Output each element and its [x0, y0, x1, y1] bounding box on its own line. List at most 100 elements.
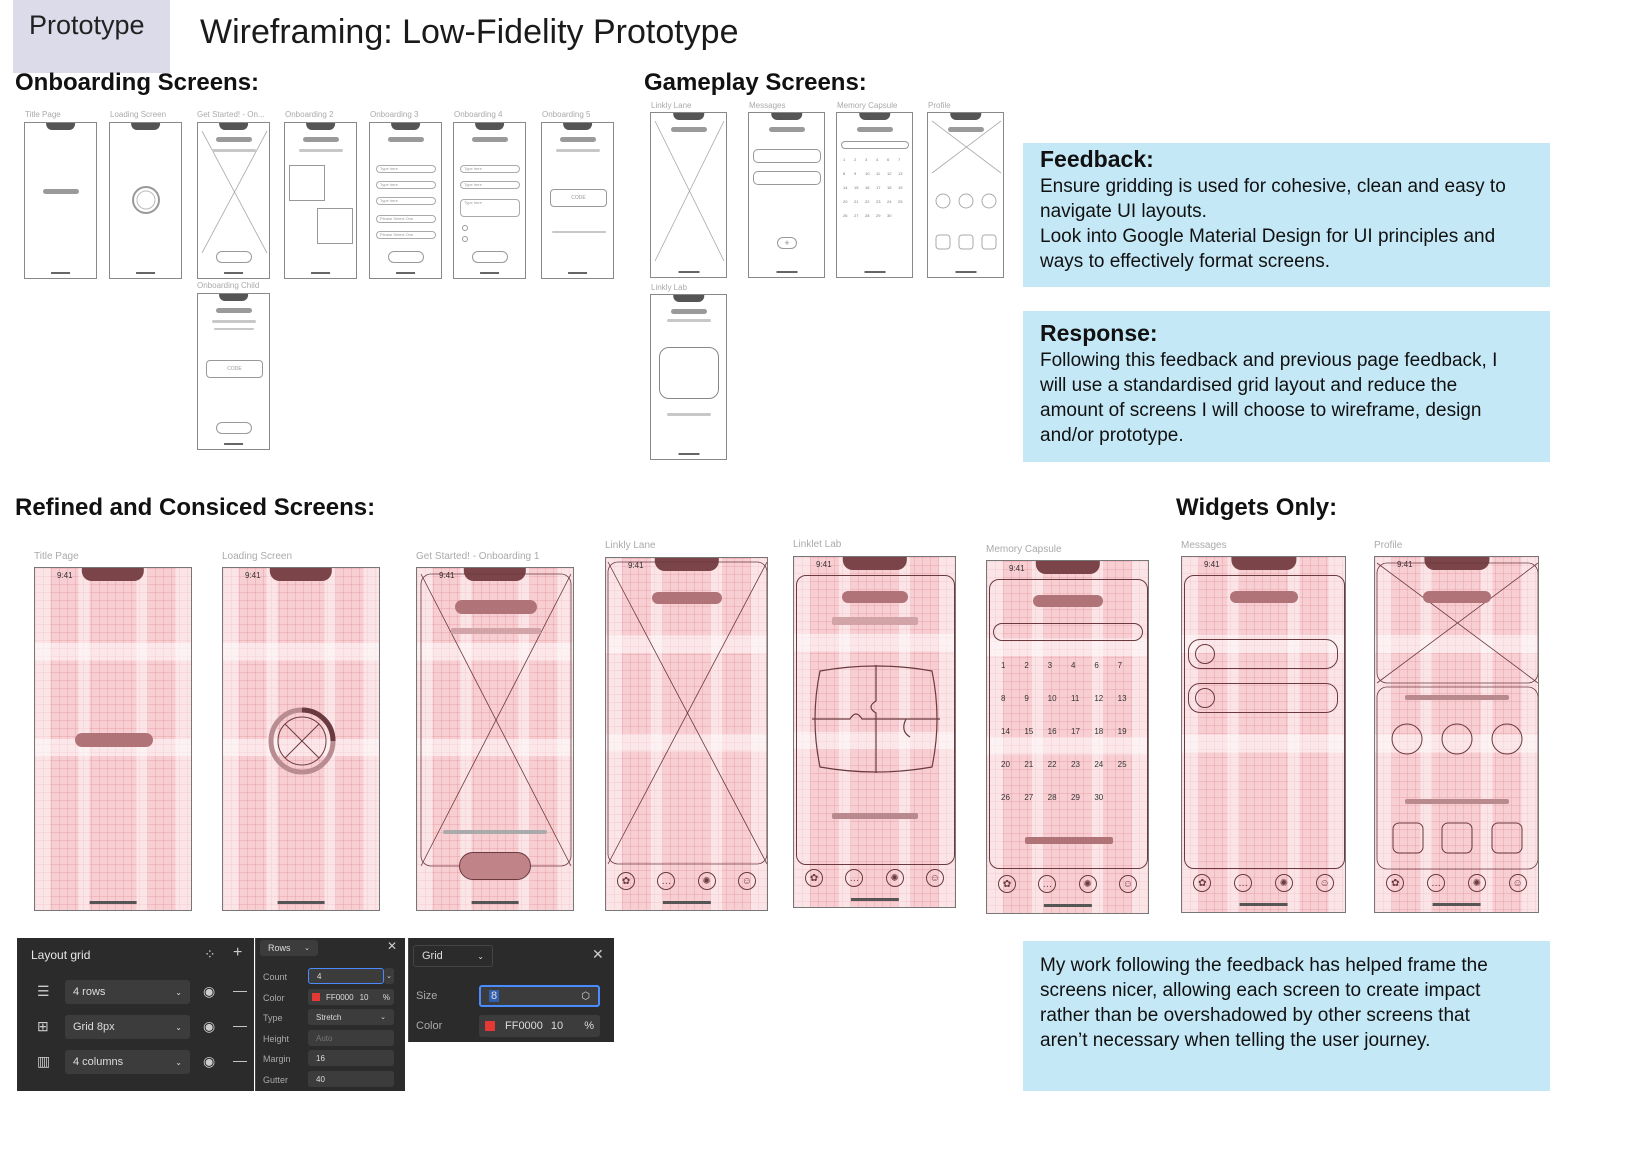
type-field[interactable]: Type here [376, 197, 436, 205]
profile-nav-icon[interactable]: ☺ [1118, 875, 1137, 893]
puzzle-nav-icon[interactable]: ✿ [617, 872, 636, 890]
radio-button[interactable] [462, 225, 468, 231]
refined-get-started[interactable]: 9:41 [416, 567, 574, 911]
add-button[interactable]: + [777, 237, 797, 249]
wireframe-linkly-lane[interactable] [650, 112, 727, 278]
calendar-day[interactable]: 16 [865, 185, 870, 190]
bottom-nav[interactable]: ✿…✺☺ [1375, 874, 1538, 892]
calendar-day[interactable]: 2 [1024, 661, 1029, 670]
type-select[interactable]: Stretch⌄ [308, 1009, 394, 1025]
puzzle-icon[interactable] [810, 661, 942, 777]
widget-messages[interactable]: 9:41 ✿…✺☺ [1181, 556, 1346, 913]
calendar-day[interactable]: 24 [1094, 760, 1104, 769]
calendar-day[interactable]: 28 [1047, 793, 1057, 802]
burst-nav-icon[interactable]: ✺ [1467, 874, 1486, 892]
calendar-day[interactable]: 4 [876, 157, 879, 162]
wireframe-title-page[interactable] [24, 122, 97, 279]
profile-nav-icon[interactable]: ☺ [737, 872, 756, 890]
calendar-day[interactable]: 24 [887, 199, 892, 204]
calendar-day[interactable]: 29 [876, 213, 881, 218]
calendar-day[interactable]: 1 [843, 157, 846, 162]
continue-button[interactable] [472, 251, 508, 263]
message-item[interactable] [753, 171, 821, 185]
grid-item-grid[interactable]: Grid 8px⌄ [65, 1015, 190, 1039]
mode-select[interactable]: Grid⌄ [413, 945, 493, 967]
calendar-day[interactable]: 8 [843, 171, 846, 176]
color-input[interactable]: FF0000 10 % [308, 989, 394, 1005]
height-input[interactable]: Auto [308, 1030, 394, 1046]
wireframe-messages[interactable]: + [748, 112, 825, 278]
calendar-day[interactable]: 12 [1094, 694, 1104, 703]
calendar-day[interactable]: 19 [1117, 727, 1127, 736]
eye-icon[interactable]: ◉ [203, 1018, 216, 1034]
message-widget[interactable] [1188, 683, 1338, 713]
calendar-day[interactable]: 30 [887, 213, 892, 218]
bottom-nav[interactable]: ✿…✺☺ [606, 872, 767, 890]
calendar-day[interactable]: 13 [1117, 694, 1127, 703]
wireframe-onboarding-5[interactable]: CODE [541, 122, 614, 279]
calendar-day[interactable]: 1 [1001, 661, 1006, 670]
wireframe-onboarding-2[interactable] [284, 122, 357, 279]
continue-button[interactable] [216, 251, 252, 263]
color-input[interactable]: FF0000 10 % [479, 1015, 600, 1037]
calendar-day[interactable]: 18 [1094, 727, 1104, 736]
grid-item-columns[interactable]: 4 columns⌄ [65, 1050, 190, 1074]
calendar-day[interactable]: 22 [865, 199, 870, 204]
calendar-day[interactable]: 6 [1094, 661, 1099, 670]
calendar-day[interactable]: 16 [1047, 727, 1057, 736]
size-input[interactable]: 8⬡ [479, 985, 600, 1007]
calendar-day[interactable]: 28 [865, 213, 870, 218]
add-icon[interactable]: + [233, 944, 243, 961]
calendar-day[interactable]: 7 [1117, 661, 1123, 670]
select-field[interactable]: Please Select One [376, 215, 436, 223]
puzzle-nav-icon[interactable]: ✿ [1386, 874, 1405, 892]
grid-item-rows[interactable]: 4 rows⌄ [65, 980, 190, 1004]
calendar-day[interactable]: 2 [854, 157, 857, 162]
calendar-day[interactable]: 15 [1024, 727, 1034, 736]
chat-nav-icon[interactable]: … [1038, 875, 1057, 893]
type-field[interactable]: Type here [376, 181, 436, 189]
wireframe-linkly-lab[interactable] [650, 294, 727, 460]
code-field[interactable]: CODE [550, 189, 607, 207]
calendar-day[interactable]: 30 [1094, 793, 1104, 802]
margin-input[interactable]: 16 [308, 1050, 394, 1066]
calendar-day[interactable]: 18 [887, 185, 892, 190]
bottom-nav[interactable]: ✿…✺☺ [794, 869, 955, 887]
profile-nav-icon[interactable]: ☺ [925, 869, 944, 887]
chat-nav-icon[interactable]: … [845, 869, 864, 887]
continue-button[interactable] [216, 422, 252, 434]
eye-icon[interactable]: ◉ [203, 1053, 216, 1069]
wireframe-profile[interactable] [927, 112, 1004, 278]
close-icon[interactable]: ✕ [387, 939, 398, 953]
calendar-day[interactable]: 26 [1001, 793, 1010, 802]
calendar-day[interactable]: 14 [843, 185, 848, 190]
chevron-down-icon[interactable]: ⌄ [384, 968, 394, 984]
calendar-day[interactable]: 8 [1001, 694, 1006, 703]
remove-icon[interactable]: — [233, 1052, 247, 1068]
puzzle-icon[interactable] [659, 347, 719, 399]
refined-loading-screen[interactable]: 9:41 [222, 567, 380, 911]
burst-nav-icon[interactable]: ✺ [1078, 875, 1097, 893]
gutter-input[interactable]: 40 [308, 1071, 394, 1087]
profile-nav-icon[interactable]: ☺ [1508, 874, 1527, 892]
calendar-day[interactable]: 27 [1024, 793, 1034, 802]
burst-nav-icon[interactable]: ✺ [1274, 874, 1293, 892]
mode-select[interactable]: Rows⌄ [260, 940, 318, 956]
puzzle-nav-icon[interactable]: ✿ [1193, 874, 1212, 892]
refined-linklet-lab[interactable]: 9:41 ✿…✺☺ [793, 556, 956, 908]
calendar-day[interactable]: 15 [854, 185, 859, 190]
continue-button[interactable] [388, 251, 424, 263]
type-field[interactable]: Type here [376, 165, 436, 173]
calendar-day[interactable]: 17 [876, 185, 881, 190]
grid-styles-icon[interactable]: ⁘ [204, 946, 216, 962]
wireframe-onboarding-child[interactable]: CODE [197, 293, 270, 450]
calendar-day[interactable]: 22 [1047, 760, 1057, 769]
calendar-day[interactable]: 26 [843, 213, 848, 218]
refined-title-page[interactable]: 9:41 [34, 567, 192, 911]
calendar-day[interactable]: 27 [854, 213, 859, 218]
continue-button[interactable] [459, 852, 531, 880]
calendar-day[interactable]: 3 [865, 157, 868, 162]
